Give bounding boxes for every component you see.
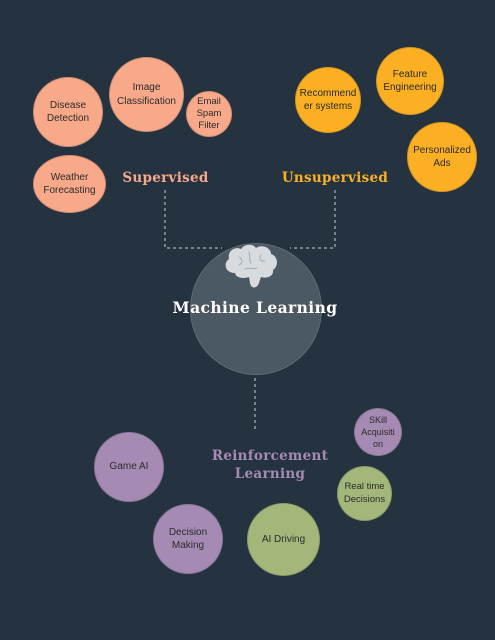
brain-icon	[225, 244, 277, 288]
unsupervised-connector	[290, 190, 336, 249]
email-spam-filter-node: Email Spam Filter	[186, 91, 232, 137]
recommender-systems-node: Recommend er systems	[295, 67, 361, 133]
personalized-ads-node: Personalized Ads	[407, 122, 477, 192]
center-title: Machine Learning	[172, 298, 338, 317]
supervised-label: Supervised	[122, 170, 209, 186]
ai-driving-node: AI Driving	[247, 503, 320, 576]
game-ai-node: Game AI	[94, 432, 164, 502]
decision-making-node: Decision Making	[153, 504, 223, 574]
supervised-connector	[164, 190, 222, 249]
weather-forecasting-node: Weather Forecasting	[33, 155, 106, 213]
reinforcement-learning-label: Reinforcement Learning	[211, 448, 329, 482]
real-time-decisions-node: Real time Decisions	[337, 466, 392, 521]
skill-acquisition-node: SKill Acquisiti on	[354, 408, 402, 456]
disease-detection-node: Disease Detection	[33, 77, 103, 147]
image-classification-node: Image Classification	[109, 57, 184, 132]
unsupervised-label: Unsupervised	[281, 170, 389, 186]
feature-engineering-node: Feature Engineering	[376, 47, 444, 115]
